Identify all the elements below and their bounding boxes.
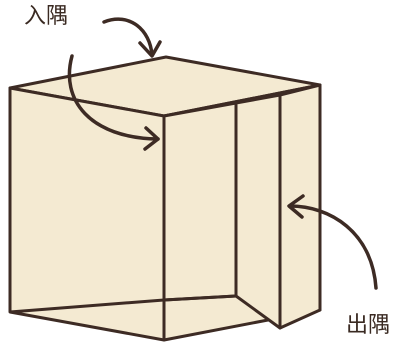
floor-line bbox=[9, 294, 237, 314]
outside-corner-label: 出隅 bbox=[346, 313, 391, 338]
inside-corner-label: 入隅 bbox=[24, 4, 69, 29]
column-front-face bbox=[234, 93, 282, 330]
inner-panel bbox=[162, 101, 238, 302]
inner-corner-arrow bbox=[67, 54, 160, 151]
inside-corner-arrow bbox=[102, 17, 162, 58]
outside-corner-arrow bbox=[287, 194, 378, 290]
